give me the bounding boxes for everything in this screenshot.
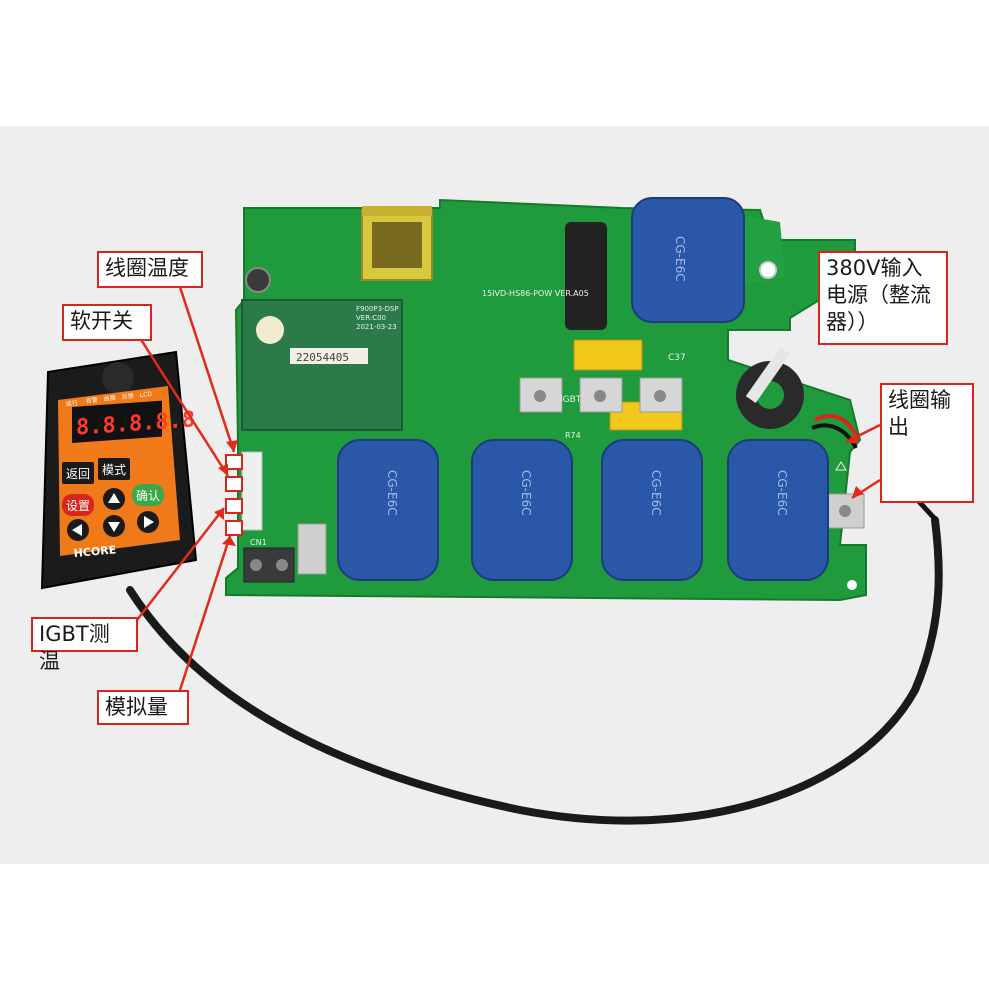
keypad-speaker [102,362,134,394]
module-serial: 22054405 [296,351,349,364]
back-button[interactable] [62,462,94,484]
callout-soft-switch: 软开关 [62,304,152,341]
callout-coil-temperature: 线圈温度 [97,251,203,288]
left-arrow-icon [72,524,82,536]
capacitor-bank: CG-E6C CG-E6C CG-E6C CG-E6C [337,439,829,581]
small-capacitor [245,267,271,293]
callout-analog: 模拟量 [97,690,189,725]
res-ref: R74 [565,431,581,440]
mode-button-label: 模式 [102,463,126,477]
module-date: 2021-03-23 [356,323,397,331]
keypad-display [72,400,162,443]
up-arrow-icon [108,493,120,503]
relay [297,523,327,575]
capacitor-2 [471,439,573,581]
mount-hole-2 [847,580,857,590]
callout-coil-output: 线圈输 出 [880,383,974,503]
right-arrow-icon [144,516,154,528]
capacitor-top [631,197,745,323]
capacitor-3 [601,439,703,581]
arrow-igbt-temp [136,507,225,621]
capacitor-2-label: CG-E6C [519,470,533,516]
pcb-label: 15IVD-HS86-POW VER.A05 [482,289,589,298]
keypad-brand: HCORE [73,543,117,560]
connector-marker-soft-switch [225,476,243,492]
header-connector [241,451,263,531]
arrow-soft-switch [138,337,230,477]
indicator-3: 反馈 [121,392,134,401]
capacitor-3-label: CG-E6C [649,470,663,516]
yellow-capacitor-1 [573,339,643,371]
mode-button[interactable] [98,458,130,480]
arrow-coil-temp [178,286,236,453]
connector-marker-analog [225,520,243,536]
cap-ref: C37 [668,353,686,363]
capacitor-4-label: CG-E6C [775,470,789,516]
ok-button[interactable] [132,484,164,506]
mount-hole [759,261,777,279]
igbt-label: IGBT [560,395,582,405]
callout-power-input: 380V输入 电源（整流 器）） [818,251,948,345]
module-label: F900P3-DSP [356,305,399,313]
indicator-0: 运行 [65,399,78,408]
indicator-2: 故障 [103,394,116,403]
cable-tie [745,346,791,404]
set-button-label: 设置 [66,499,90,513]
warning-triangle [835,461,847,471]
arrow-heads [214,432,864,546]
controller-keypad: 8.8.8.8.8 运行 告警 故障 反馈 LCD 返回 模式 设置 确认 HC… [40,350,198,590]
capacitor-top-label: CG-E6C [673,236,687,282]
arrow-analog [178,535,232,691]
capacitor-1 [337,439,439,581]
ok-button-label: 确认 [136,489,160,503]
indicator-4: LCD [139,391,152,399]
module-sticker-round [256,316,284,344]
capacitor-4 [727,439,829,581]
set-button[interactable] [62,494,94,516]
down-arrow-icon [108,522,120,532]
callout-arrows [136,286,881,691]
module-sticker [290,348,368,364]
connector-label: CN1 [250,538,267,547]
indicator-1: 告警 [85,396,98,405]
electrolytic-cap [565,222,607,330]
connector-marker-coil-temp [225,454,243,470]
module-version: VER:C00 [356,314,386,322]
callout-igbt-temperature: IGBT测温 [31,617,138,673]
capacitor-1-label: CG-E6C [385,470,399,516]
connector-marker-igbt-temp [225,498,243,514]
back-button-label: 返回 [66,467,90,481]
signal-cable [126,516,943,825]
